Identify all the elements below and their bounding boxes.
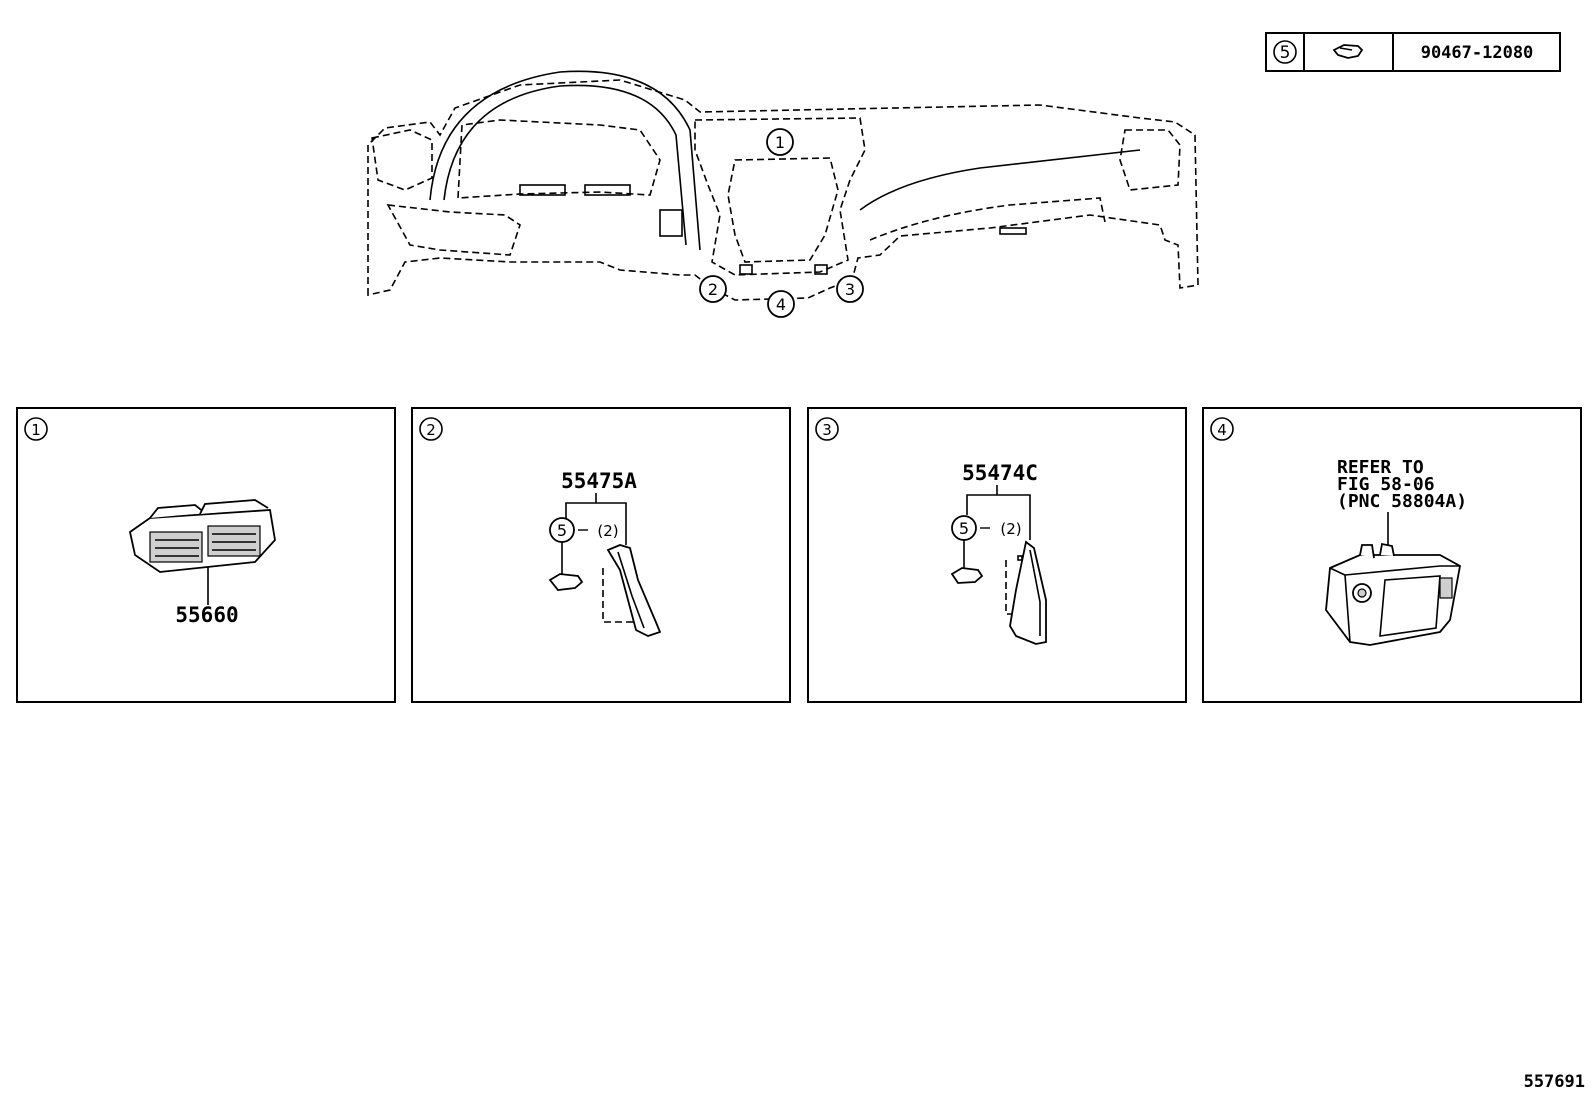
legend-table: 5 90467-12080 [1265, 32, 1561, 72]
detail-panel-2: 2 55475A 5 (2) [411, 407, 791, 703]
detail-panel-1: 1 55660 [16, 407, 396, 703]
svg-text:4: 4 [776, 295, 786, 314]
panel-border [411, 407, 791, 703]
center-vent-icon [128, 499, 276, 573]
legend-ref-circle [1273, 40, 1297, 64]
clip-icon [950, 567, 984, 584]
part-number: 55475A [561, 469, 637, 493]
overview-callout-4: 4 [767, 290, 795, 318]
part-number: 55660 [175, 603, 238, 627]
panel-index: 1 [31, 421, 41, 439]
overview-callout-3: 3 [836, 275, 864, 303]
detail-panel-3: 3 55474C 5 (2) [807, 407, 1187, 703]
garnish-lower-right-icon [1009, 540, 1047, 645]
legend-part-number: 90467-12080 [1421, 43, 1534, 63]
refer-line-3: (PNC 58804A) [1337, 491, 1467, 512]
refer-line-1: REFER TO [1337, 457, 1424, 478]
dashboard-outline [367, 79, 1199, 301]
overview-callout-1: 1 [766, 128, 794, 156]
instrument-panel-overview [367, 70, 1199, 301]
fastener-qty: (2) [1000, 520, 1021, 538]
garnish-lower-left-icon [606, 544, 662, 637]
console-box-icon [1325, 542, 1462, 646]
svg-text:2: 2 [708, 280, 718, 299]
figure-id: 557691 [1524, 1072, 1585, 1092]
legend-border [1265, 32, 1561, 72]
refer-line-2: FIG 58-06 [1337, 474, 1435, 495]
part-number: 55474C [962, 461, 1038, 485]
detail-panel-4: 4 REFER TO FIG 58-06 (PNC 58804A) [1202, 407, 1582, 703]
panel-index: 4 [1217, 421, 1227, 439]
overview-callout-2: 2 [699, 275, 727, 303]
passenger-panel-edge [859, 149, 1141, 211]
svg-text:1: 1 [775, 133, 785, 152]
panel-index: 2 [426, 421, 436, 439]
svg-text:3: 3 [845, 280, 855, 299]
fastener-ref: 5 [959, 519, 969, 538]
panel-border [807, 407, 1187, 703]
cluster-opening [457, 119, 661, 199]
clip-icon [548, 573, 584, 591]
center-stack [694, 117, 866, 276]
fastener-ref: 5 [557, 521, 567, 540]
fastener-qty: (2) [597, 522, 618, 540]
clip-icon [1332, 44, 1364, 59]
steering-cover-arc [429, 70, 701, 251]
legend-ref: 5 [1280, 43, 1291, 63]
bracket-line [966, 494, 1031, 540]
panel-index: 3 [822, 421, 832, 439]
